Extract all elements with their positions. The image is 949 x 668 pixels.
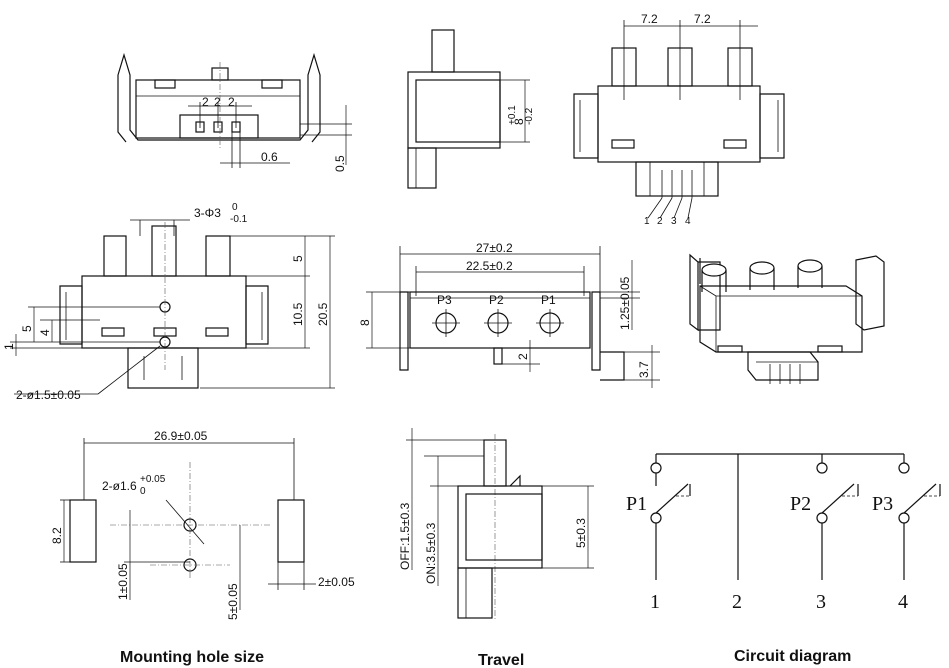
- caption-circuit: Circuit diagram: [734, 648, 851, 665]
- dim-22-5: 22.5±0.2: [466, 259, 513, 273]
- dim-2b: 2: [214, 95, 221, 109]
- dim-4: 4: [38, 329, 52, 336]
- dim-1-hole: 1±0.05: [116, 563, 130, 600]
- hole-label: 2-ø1.6: [102, 479, 137, 493]
- top-front-view: 7.2 7.2 1 2 3 4: [573, 12, 785, 227]
- dim-2a: 2: [202, 95, 209, 109]
- circuit-view: P1 P2 P3 1 2 3 4: [626, 453, 941, 613]
- top-end-view: 8 +0.1 -0.2: [407, 29, 535, 189]
- circuit-p3: P3: [872, 493, 893, 515]
- dim-7-2a: 7.2: [641, 12, 658, 26]
- caption-travel: Travel: [478, 652, 524, 668]
- circuit-p1: P1: [626, 493, 647, 515]
- caption-mounting-hole: Mounting hole size: [120, 649, 264, 666]
- mid-center-view: 27±0.2 22.5±0.2 P3 P2 P1 8 2 1.25±0.05: [358, 241, 660, 388]
- circuit-n1: 1: [650, 591, 660, 613]
- dim-2-mid: 2: [516, 353, 530, 360]
- label-p1: P1: [541, 293, 556, 307]
- circuit-n3: 3: [816, 591, 826, 613]
- pin-2: 2: [657, 216, 663, 227]
- top-side-view: 2 2 2 0.6 0.5: [117, 52, 352, 172]
- dim-1: 1: [2, 343, 16, 350]
- hole-tol-hi: 0: [232, 202, 238, 213]
- hole-tol-lo: 0: [140, 486, 146, 497]
- dim-5-top: 5: [291, 255, 305, 262]
- hole-label: 3-Φ3: [194, 206, 221, 220]
- circuit-p2: P2: [790, 493, 811, 515]
- circuit-n4: 4: [898, 591, 908, 613]
- mid-left-view: 3-Φ3 0 -0.1 5 10.5 20.5: [2, 202, 335, 402]
- isometric-view: [689, 253, 885, 384]
- dim-26-9: 26.9±0.05: [154, 429, 208, 443]
- hole-tol-hi: +0.05: [140, 474, 166, 485]
- dim-2-hole: 2±0.05: [318, 575, 355, 589]
- dim-5-hole: 5±0.05: [226, 583, 240, 620]
- dim-7-2b: 7.2: [694, 12, 711, 26]
- dim-8: 8: [512, 118, 526, 125]
- dim-27: 27±0.2: [476, 241, 513, 255]
- travel-view: OFF:1.5±0.3 ON:3.5±0.3 5±0.3: [398, 428, 594, 620]
- dim-8-tol-hi: +0.1: [507, 105, 518, 125]
- dim-2c: 2: [228, 95, 235, 109]
- travel-dim-5: 5±0.3: [574, 518, 588, 548]
- pin-3: 3: [671, 216, 677, 227]
- label-p3: P3: [437, 293, 452, 307]
- circuit-n2: 2: [732, 591, 742, 613]
- dim-10-5: 10.5: [291, 302, 305, 326]
- dim-0-5: 0.5: [333, 155, 347, 172]
- dim-8-tol-lo: -0.2: [524, 107, 535, 125]
- travel-off: OFF:1.5±0.3: [398, 502, 412, 570]
- dim-5-left: 5: [20, 325, 34, 332]
- dim-3-7: 3.7: [637, 361, 651, 378]
- dim-8-mid: 8: [358, 319, 372, 326]
- peg-label: 2-ø1.5±0.05: [16, 388, 81, 402]
- travel-on: ON:3.5±0.3: [424, 522, 438, 584]
- mounting-hole-view: 26.9±0.05 8.2 2-ø1.6 +0.05 0 1±0.05 5±0.…: [50, 429, 355, 620]
- pin-4: 4: [685, 216, 691, 227]
- dim-1-25: 1.25±0.05: [618, 276, 632, 330]
- dim-0-6: 0.6: [261, 150, 278, 164]
- dim-8-2: 8.2: [50, 527, 64, 544]
- hole-tol-lo: -0.1: [230, 214, 248, 225]
- dim-20-5: 20.5: [316, 302, 330, 326]
- label-p2: P2: [489, 293, 504, 307]
- pin-1: 1: [644, 216, 650, 227]
